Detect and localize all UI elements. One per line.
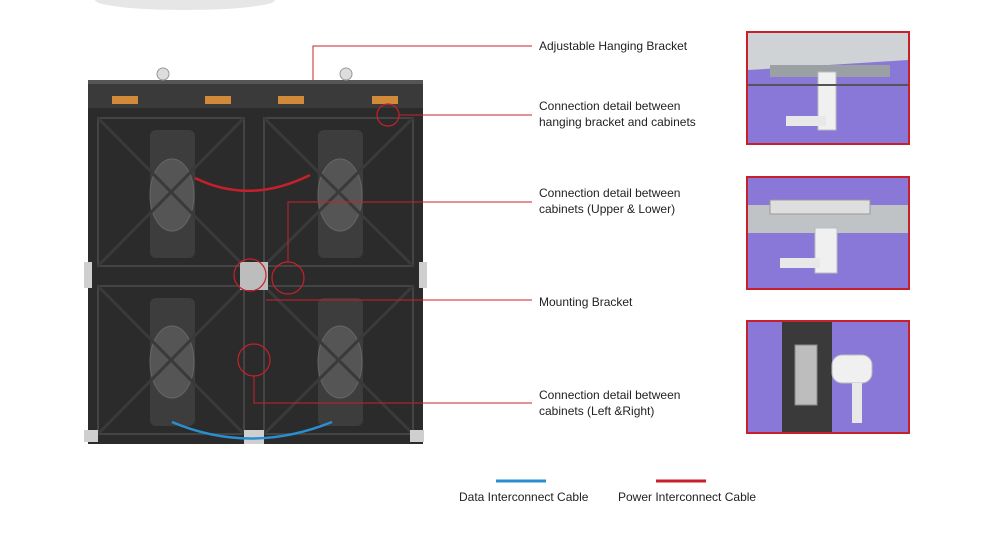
detail-image-left-right: [748, 322, 908, 432]
detail-image-bracket-cabinet: [748, 33, 908, 143]
legend-power-label: Power Interconnect Cable: [618, 490, 757, 504]
callout-hanging-bracket: Adjustable Hanging Bracket: [539, 39, 688, 53]
callout-bracket-cabinet-line1: Connection detail between: [539, 99, 681, 113]
cabinet-bottom-left: [88, 276, 254, 444]
legend-data-label: Data Interconnect Cable: [459, 490, 589, 504]
cabinet-top-right: [254, 108, 423, 276]
cabinet-bottom-right: [254, 276, 423, 444]
callout-upper-lower-line2: cabinets (Upper & Lower): [539, 202, 676, 216]
detail-frame-bracket-cabinet: [746, 31, 910, 145]
detail-image-upper-lower: [748, 178, 908, 288]
callout-left-right-line1: Connection detail between: [539, 388, 681, 402]
power-cable: [194, 173, 311, 192]
data-cable: [171, 420, 333, 440]
top-shadow: [95, 0, 275, 10]
callout-bracket-cabinet-line2: hanging bracket and cabinets: [539, 115, 696, 129]
cabinet-top-left: [88, 108, 254, 276]
callout-upper-lower-line1: Connection detail between: [539, 186, 681, 200]
highlight-mounting-bracket: [233, 258, 267, 292]
callout-left-right-line2: cabinets (Left &Right): [539, 404, 655, 418]
hanging-bar: [88, 67, 423, 108]
detail-frame-upper-lower: [746, 176, 910, 290]
detail-frame-left-right: [746, 320, 910, 434]
leader-lines: [253, 45, 532, 404]
callout-mounting-bracket: Mounting Bracket: [539, 295, 633, 309]
